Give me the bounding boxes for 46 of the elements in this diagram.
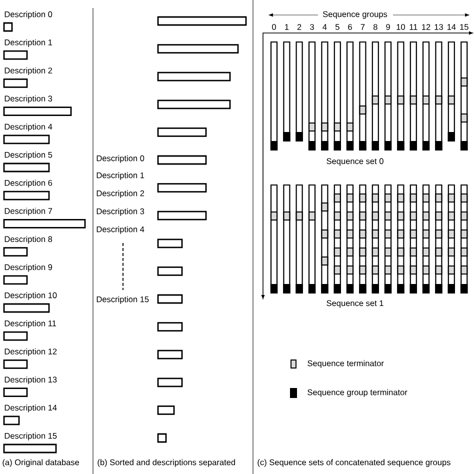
description-label: Description 6: [4, 180, 52, 188]
description-label: Description 8: [4, 236, 52, 244]
group-number: 8: [373, 24, 378, 30]
description-label: Description 1: [96, 172, 144, 180]
description-label: Description 2: [96, 190, 144, 198]
description-label: Description 0: [96, 155, 144, 163]
set-label: Sequence set 0: [326, 158, 384, 166]
panel-caption: (a) Original database: [2, 459, 80, 467]
description-label: Description 14: [4, 404, 57, 412]
description-label: Description 15: [4, 432, 57, 440]
legend-label: Sequence group terminator: [308, 389, 408, 397]
group-number: 1: [285, 24, 289, 30]
axis-label: Sequence groups: [322, 11, 388, 19]
description-label: Description 2: [4, 67, 52, 76]
description-label: Description 3: [4, 95, 52, 104]
group-number: 12: [422, 24, 430, 30]
group-number: 7: [360, 24, 365, 30]
description-label: Description 4: [96, 226, 144, 234]
group-number: 0: [272, 24, 276, 30]
description-label: Description 3: [96, 208, 144, 216]
description-label: Description 11: [4, 320, 56, 328]
panel-caption: (c) Sequence sets of concatenated sequence groups: [258, 459, 450, 467]
group-number: 13: [434, 24, 443, 30]
legend-label: Sequence terminator: [308, 360, 384, 368]
group-number: 9: [386, 24, 390, 30]
description-label: Description 9: [4, 264, 52, 272]
description-label: Description 13: [4, 376, 57, 384]
group-number: 14: [447, 24, 456, 30]
group-number: 11: [410, 24, 418, 30]
description-label: Description 4: [4, 124, 52, 132]
group-number: 4: [322, 24, 327, 30]
group-number: 15: [460, 24, 468, 30]
description-label: Description 0: [4, 11, 52, 19]
group-number: 2: [297, 24, 302, 30]
set-label: Sequence set 1: [326, 300, 384, 308]
group-number: 3: [310, 24, 314, 30]
description-label: Description 5: [4, 152, 52, 160]
description-label: Description 12: [4, 348, 57, 356]
group-number: 6: [348, 24, 352, 30]
group-number: 10: [396, 24, 405, 30]
panel-caption: (b) Sorted and descriptions separated: [98, 459, 235, 467]
description-label: Description 10: [4, 292, 57, 300]
description-label: Description 7: [4, 208, 52, 216]
description-label: Description 15: [96, 296, 149, 304]
description-label: Description 1: [4, 39, 52, 47]
group-number: 5: [335, 24, 340, 30]
